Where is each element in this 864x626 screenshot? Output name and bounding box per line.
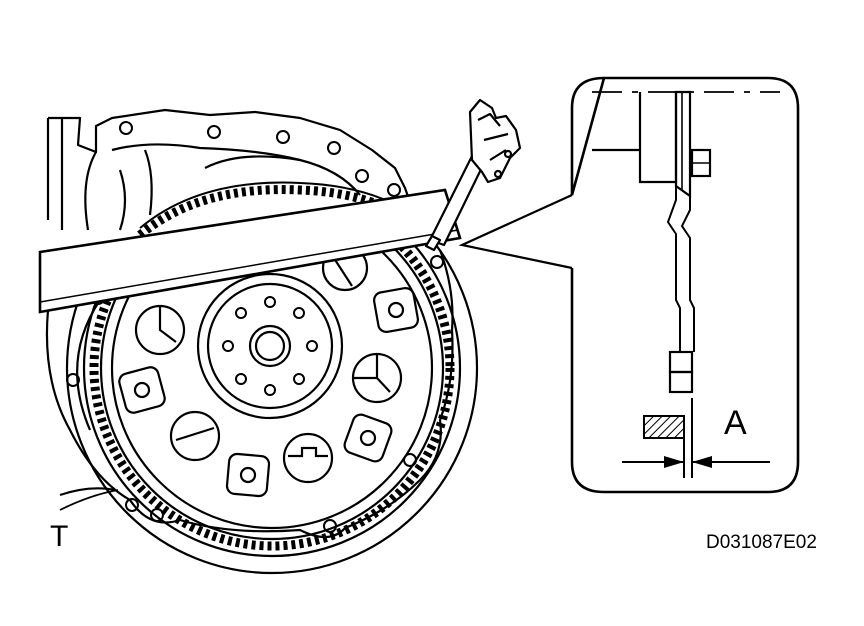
dimension-label-a: A xyxy=(724,404,747,442)
engine-housing xyxy=(46,108,422,231)
flywheel-hub xyxy=(196,272,344,420)
figure-code: D031087E02 xyxy=(706,532,817,553)
flywheel xyxy=(65,235,479,575)
hub-bolt-holes xyxy=(222,296,318,396)
label-t: T xyxy=(50,520,69,553)
dial-indicator xyxy=(424,98,522,252)
straight-edge-bar xyxy=(38,188,462,314)
flywheel-windows xyxy=(134,244,403,484)
callout-pointer xyxy=(458,193,573,270)
flywheel-bolt-pads xyxy=(118,286,420,498)
detail-inset xyxy=(570,76,800,494)
label-t-leader xyxy=(59,489,119,511)
